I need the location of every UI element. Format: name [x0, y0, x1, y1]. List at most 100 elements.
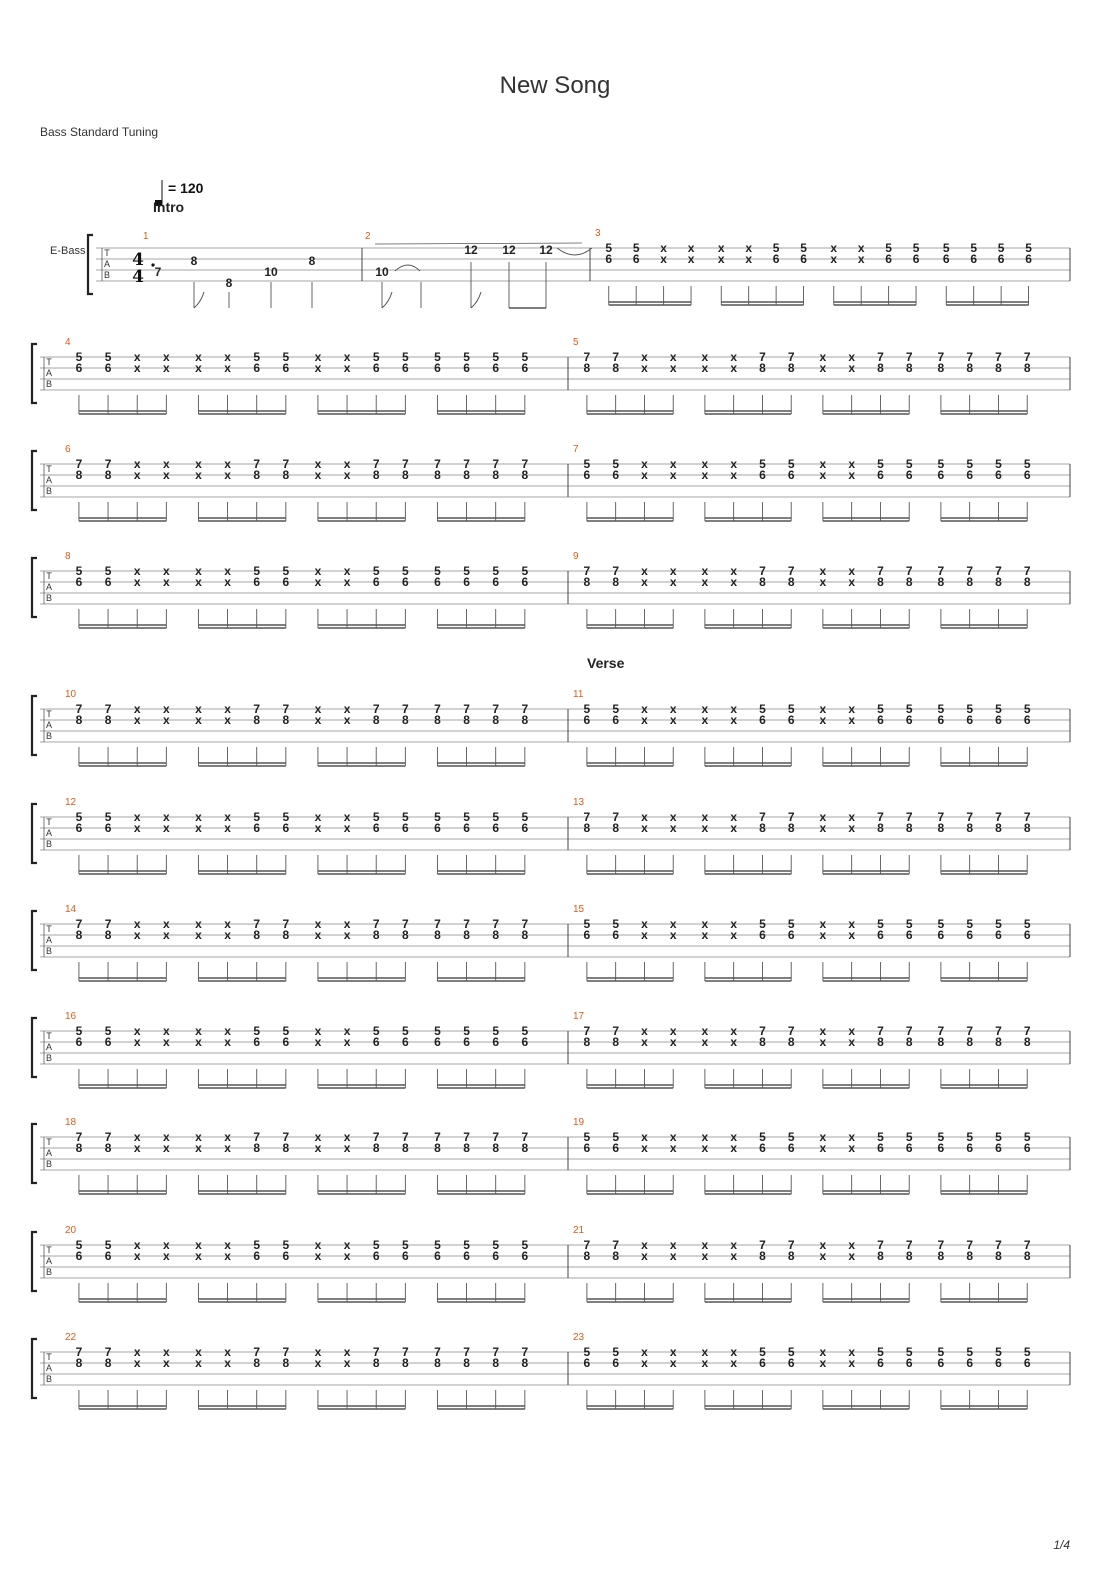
tab-clef-letter: A: [46, 368, 52, 378]
tab-clef-letter: T: [46, 1245, 52, 1255]
tab-note-top: 7: [1024, 1024, 1031, 1038]
tab-note-top: x: [134, 1130, 141, 1144]
tab-note-top: 7: [76, 1130, 83, 1144]
tab-note-top: 7: [877, 350, 884, 364]
tab-note-bottom: 6: [373, 575, 380, 589]
tab-note-top: 7: [402, 457, 409, 471]
tab-note-bottom: x: [848, 361, 855, 375]
tab-note-bottom: 6: [584, 928, 591, 942]
tab-note-top: 5: [998, 241, 1005, 255]
tab-note-bottom: 6: [773, 252, 780, 266]
tab-note-bottom: 6: [434, 1249, 441, 1263]
tab-note-bottom: 6: [938, 1141, 945, 1155]
tab-note-top: 5: [877, 702, 884, 716]
tab-note-top: x: [163, 350, 170, 364]
tab-note-bottom: 8: [1024, 575, 1031, 589]
tab-note-top: x: [848, 1345, 855, 1359]
tab-note-top: x: [315, 1024, 322, 1038]
tab-note-top: x: [163, 457, 170, 471]
tab-note-bottom: x: [702, 361, 709, 375]
tab-note-bottom: 8: [612, 1249, 619, 1263]
tab-note-top: x: [224, 457, 231, 471]
tab-note-bottom: x: [344, 468, 351, 482]
tab-note-top: 7: [76, 1345, 83, 1359]
tab-note-bottom: 6: [76, 821, 83, 835]
tab-note-top: x: [702, 702, 709, 716]
tab-note-bottom: x: [670, 575, 677, 589]
tab-note-top: 5: [938, 702, 945, 716]
tab-note-top: 7: [966, 1024, 973, 1038]
tab-note-top: x: [195, 702, 202, 716]
tab-note-bottom: 8: [612, 361, 619, 375]
tab-note-top: 7: [995, 1238, 1002, 1252]
tab-note-bottom: 8: [906, 361, 913, 375]
tab-note-top: x: [134, 917, 141, 931]
tab-note-top: x: [641, 917, 648, 931]
tab-note-top: 5: [434, 1024, 441, 1038]
tab-note-bottom: 6: [605, 252, 612, 266]
tab-note-bottom: 8: [492, 468, 499, 482]
section-intro: Intro: [153, 199, 184, 215]
bar-number: 13: [573, 797, 585, 808]
tab-note-top: x: [820, 702, 827, 716]
bar-number: 15: [573, 904, 585, 915]
tab-clef-letter: A: [46, 1042, 52, 1052]
tab-note-top: 5: [253, 350, 260, 364]
tab-note-bottom: 6: [938, 1356, 945, 1370]
tab-clef-letter: T: [46, 571, 52, 581]
tab-note-bottom: x: [820, 468, 827, 482]
tab-note-bottom: 8: [938, 1035, 945, 1049]
tab-note-top: x: [195, 1345, 202, 1359]
tab-note-top: x: [820, 564, 827, 578]
tab-note-top: x: [730, 1238, 737, 1252]
tab-note-top: x: [315, 702, 322, 716]
tab-note-top: x: [702, 810, 709, 824]
tab-clef-letter: T: [104, 248, 110, 258]
tab-note-top: 5: [492, 564, 499, 578]
tab-note-bottom: 6: [633, 252, 640, 266]
tab-note-top: 7: [402, 917, 409, 931]
tab-note-bottom: x: [641, 361, 648, 375]
tab-note-bottom: 6: [877, 1356, 884, 1370]
tab-note-bottom: 6: [522, 361, 529, 375]
note-flag: [381, 291, 393, 309]
tab-note-top: x: [134, 1024, 141, 1038]
tab-note-bottom: x: [344, 361, 351, 375]
tab-note-bottom: 8: [612, 575, 619, 589]
tab-note-top: 7: [584, 810, 591, 824]
tab-note-top: x: [730, 1130, 737, 1144]
tab-note-top: x: [848, 1024, 855, 1038]
tab-note-top: 5: [283, 350, 290, 364]
tab-note-bottom: 8: [938, 1249, 945, 1263]
tab-clef-letter: B: [46, 1267, 52, 1277]
tab-note-top: x: [641, 1238, 648, 1252]
tab-note-bottom: 6: [995, 713, 1002, 727]
tab-note-top: x: [195, 810, 202, 824]
tab-note-top: x: [134, 1238, 141, 1252]
tab-note-bottom: 6: [283, 1249, 290, 1263]
tab-note-bottom: x: [163, 1249, 170, 1263]
system-bracket: [30, 1230, 37, 1293]
tab-note-bottom: 8: [612, 821, 619, 835]
tab-note-top: 5: [788, 702, 795, 716]
tab-note-top: x: [820, 1024, 827, 1038]
tab-note-top: 7: [105, 1130, 112, 1144]
tab-note-top: 5: [76, 1238, 83, 1252]
tab-note-top: 5: [105, 350, 112, 364]
tab-note-top: x: [134, 457, 141, 471]
tab-note-bottom: 6: [434, 821, 441, 835]
tab-note-bottom: 8: [283, 1356, 290, 1370]
tab-note-top: x: [670, 810, 677, 824]
tab-note-bottom: x: [134, 928, 141, 942]
tab-note-bottom: 6: [76, 1249, 83, 1263]
tab-note-top: x: [195, 1130, 202, 1144]
tab-note-bottom: 8: [759, 821, 766, 835]
tab-note-top: x: [315, 1345, 322, 1359]
tab-note-top: 7: [612, 1238, 619, 1252]
tab-note-bottom: 8: [253, 713, 260, 727]
tab-clef-letter: T: [46, 464, 52, 474]
tab-note-top: 7: [966, 810, 973, 824]
tab-note-top: 5: [885, 241, 892, 255]
tab-note-bottom: 8: [966, 821, 973, 835]
tab-note-top: 5: [906, 1130, 913, 1144]
